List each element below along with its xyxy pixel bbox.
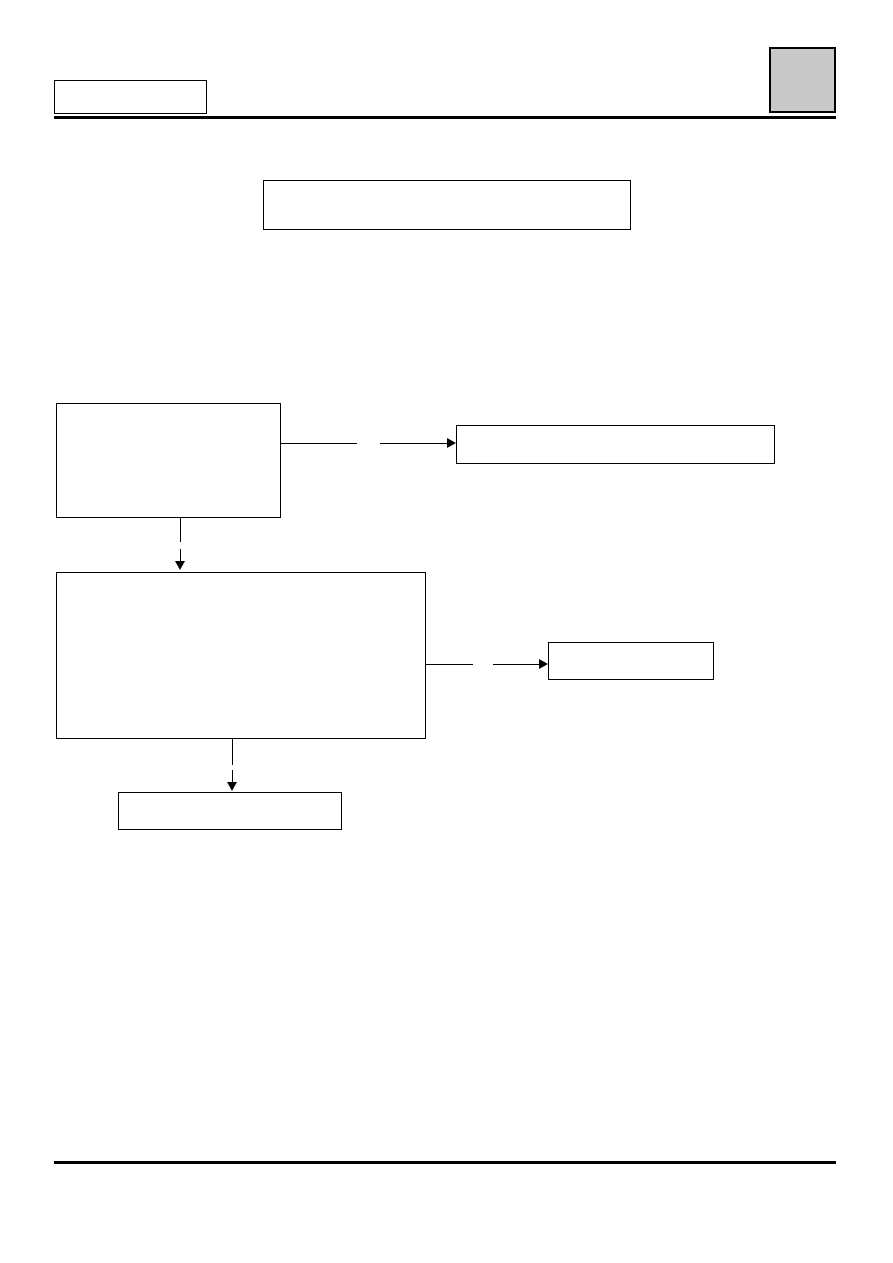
connector-middle-down-segment-b <box>232 770 233 782</box>
page-tab-box <box>769 47 836 113</box>
flow-node-right-result-1 <box>456 425 775 464</box>
connector-middle-right-arrowhead <box>539 659 548 669</box>
connector-start-down-segment-a <box>180 518 181 542</box>
connector-start-right-segment-b <box>380 443 447 444</box>
header-rule <box>54 116 836 119</box>
connector-start-right-arrowhead <box>447 438 456 448</box>
footer-rule <box>54 1161 836 1164</box>
flow-node-middle-step <box>56 572 426 739</box>
connector-middle-right-segment-b <box>493 664 539 665</box>
connector-start-right-segment-a <box>281 443 357 444</box>
connector-middle-right-segment-a <box>426 664 473 665</box>
diagram-title-box <box>263 180 631 230</box>
connector-start-down-segment-b <box>180 549 181 561</box>
header-label-box <box>54 80 207 114</box>
flow-node-right-result-2 <box>548 642 714 680</box>
connector-start-down-arrowhead <box>175 561 185 570</box>
flow-node-bottom-result <box>118 792 342 830</box>
connector-middle-down-arrowhead <box>227 782 237 791</box>
flow-node-start <box>56 403 281 518</box>
connector-middle-down-segment-a <box>232 739 233 765</box>
